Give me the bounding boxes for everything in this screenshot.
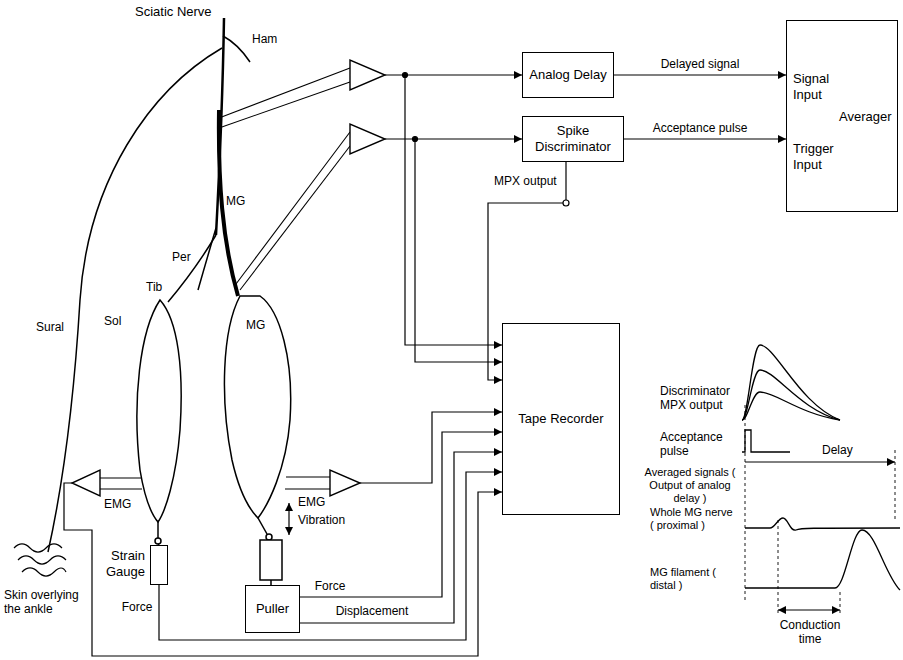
timing-trace [742, 430, 790, 452]
part-label: Sural [36, 320, 64, 334]
dashed-guide [840, 592, 841, 616]
part-label: EMG [104, 497, 131, 511]
amplifier [72, 60, 385, 496]
skin [14, 544, 66, 576]
node-text: Puller [256, 601, 289, 617]
signal-wire [415, 139, 502, 362]
edge-label: Force [313, 579, 348, 593]
amplifier [350, 60, 385, 90]
muscle [137, 300, 181, 522]
node-text: Spike Discriminator [523, 123, 623, 154]
node-text: Strain Gauge [101, 548, 145, 579]
dashed-guide [895, 450, 896, 520]
skin [14, 544, 62, 552]
timing-trace [745, 530, 900, 590]
signal-wire [403, 73, 408, 78]
process-box: Analog Delay [522, 52, 614, 98]
part-label: MG [226, 194, 245, 208]
dashed-guide [745, 405, 746, 600]
edge-label: Force [120, 600, 155, 614]
skin [22, 568, 66, 576]
part-label: EMG [298, 495, 325, 509]
dashed-guide [745, 405, 895, 616]
node-text: Signal Input [793, 71, 839, 102]
part-label: Sciatic Nerve [135, 4, 212, 20]
puller-box: Puller [245, 585, 300, 633]
muscle [224, 296, 290, 518]
vibration-arrow [288, 503, 289, 535]
connector [300, 452, 502, 623]
edge-label: Delayed signal [659, 57, 742, 71]
part-label: MG filament ( distal ) [650, 566, 738, 592]
process-box: Spike Discriminator [522, 116, 624, 162]
tendon [155, 518, 282, 585]
signal-wire [64, 73, 569, 657]
nerve [48, 18, 250, 552]
part-label: Vibration [298, 513, 345, 527]
strain-gauge: Strain Gauge [150, 545, 168, 585]
signal-wire [563, 200, 569, 206]
node-text: Analog Delay [529, 67, 606, 83]
electrode [240, 146, 350, 290]
node-text: Averager [839, 109, 892, 125]
timing-trace [742, 345, 840, 420]
timing-trace [742, 370, 840, 420]
electrode [286, 476, 330, 477]
timing-trace [745, 462, 895, 463]
electrode [100, 477, 141, 478]
signal-wire [413, 137, 418, 142]
part-label: Acceptance pulse [660, 430, 740, 459]
tendon [157, 522, 159, 538]
connector [624, 138, 786, 139]
part-label: Tib [146, 280, 162, 294]
node-text: Tape Recorder [518, 411, 603, 427]
timing-trace [778, 610, 840, 611]
part-label: Per [172, 250, 191, 264]
averager-box: Signal InputAveragerTrigger Input [786, 20, 898, 212]
part-label: MPX output [494, 174, 557, 188]
edge-label: Acceptance pulse [651, 121, 750, 135]
part-label: Ham [252, 32, 277, 46]
part-label: Delay [822, 443, 853, 457]
part-label: Conduction time [770, 618, 850, 647]
part-label: Whole MG nerve ( proximal ) [650, 506, 738, 532]
node-text: Trigger Input [793, 141, 849, 172]
part-label: Sol [104, 314, 121, 328]
skin [18, 556, 66, 564]
tendon [266, 534, 272, 540]
vibration-arrow [288, 503, 289, 535]
connector [159, 472, 502, 640]
signal-wire [64, 483, 502, 656]
nerve [48, 48, 222, 552]
edge-label: Displacement [334, 604, 411, 618]
part-label: Skin overlying the ankle [4, 588, 90, 617]
electrode [285, 488, 330, 489]
part-label: Averaged signals ( Output of analog dela… [640, 466, 740, 506]
signal-wire [565, 162, 566, 200]
amplifier [72, 470, 100, 496]
part-label: Discriminator MPX output [660, 384, 740, 413]
recorder-box: Tape Recorder [502, 323, 620, 515]
electrode [219, 68, 350, 118]
tendon [155, 538, 161, 544]
electrode [236, 132, 350, 284]
timing-trace [742, 392, 840, 420]
part-label: MG [246, 318, 265, 332]
timing-trace [742, 345, 900, 610]
electrode [100, 68, 350, 489]
nerve [168, 235, 216, 302]
amplifier [330, 470, 360, 496]
tendon [258, 518, 267, 534]
timing-trace [745, 518, 900, 530]
dashed-guide [778, 520, 779, 616]
nerve [223, 36, 250, 62]
amplifier [350, 124, 385, 154]
electrode [219, 82, 350, 128]
electrode [100, 488, 142, 489]
muscle [137, 296, 291, 522]
connector [614, 74, 786, 75]
tendon [260, 540, 282, 580]
